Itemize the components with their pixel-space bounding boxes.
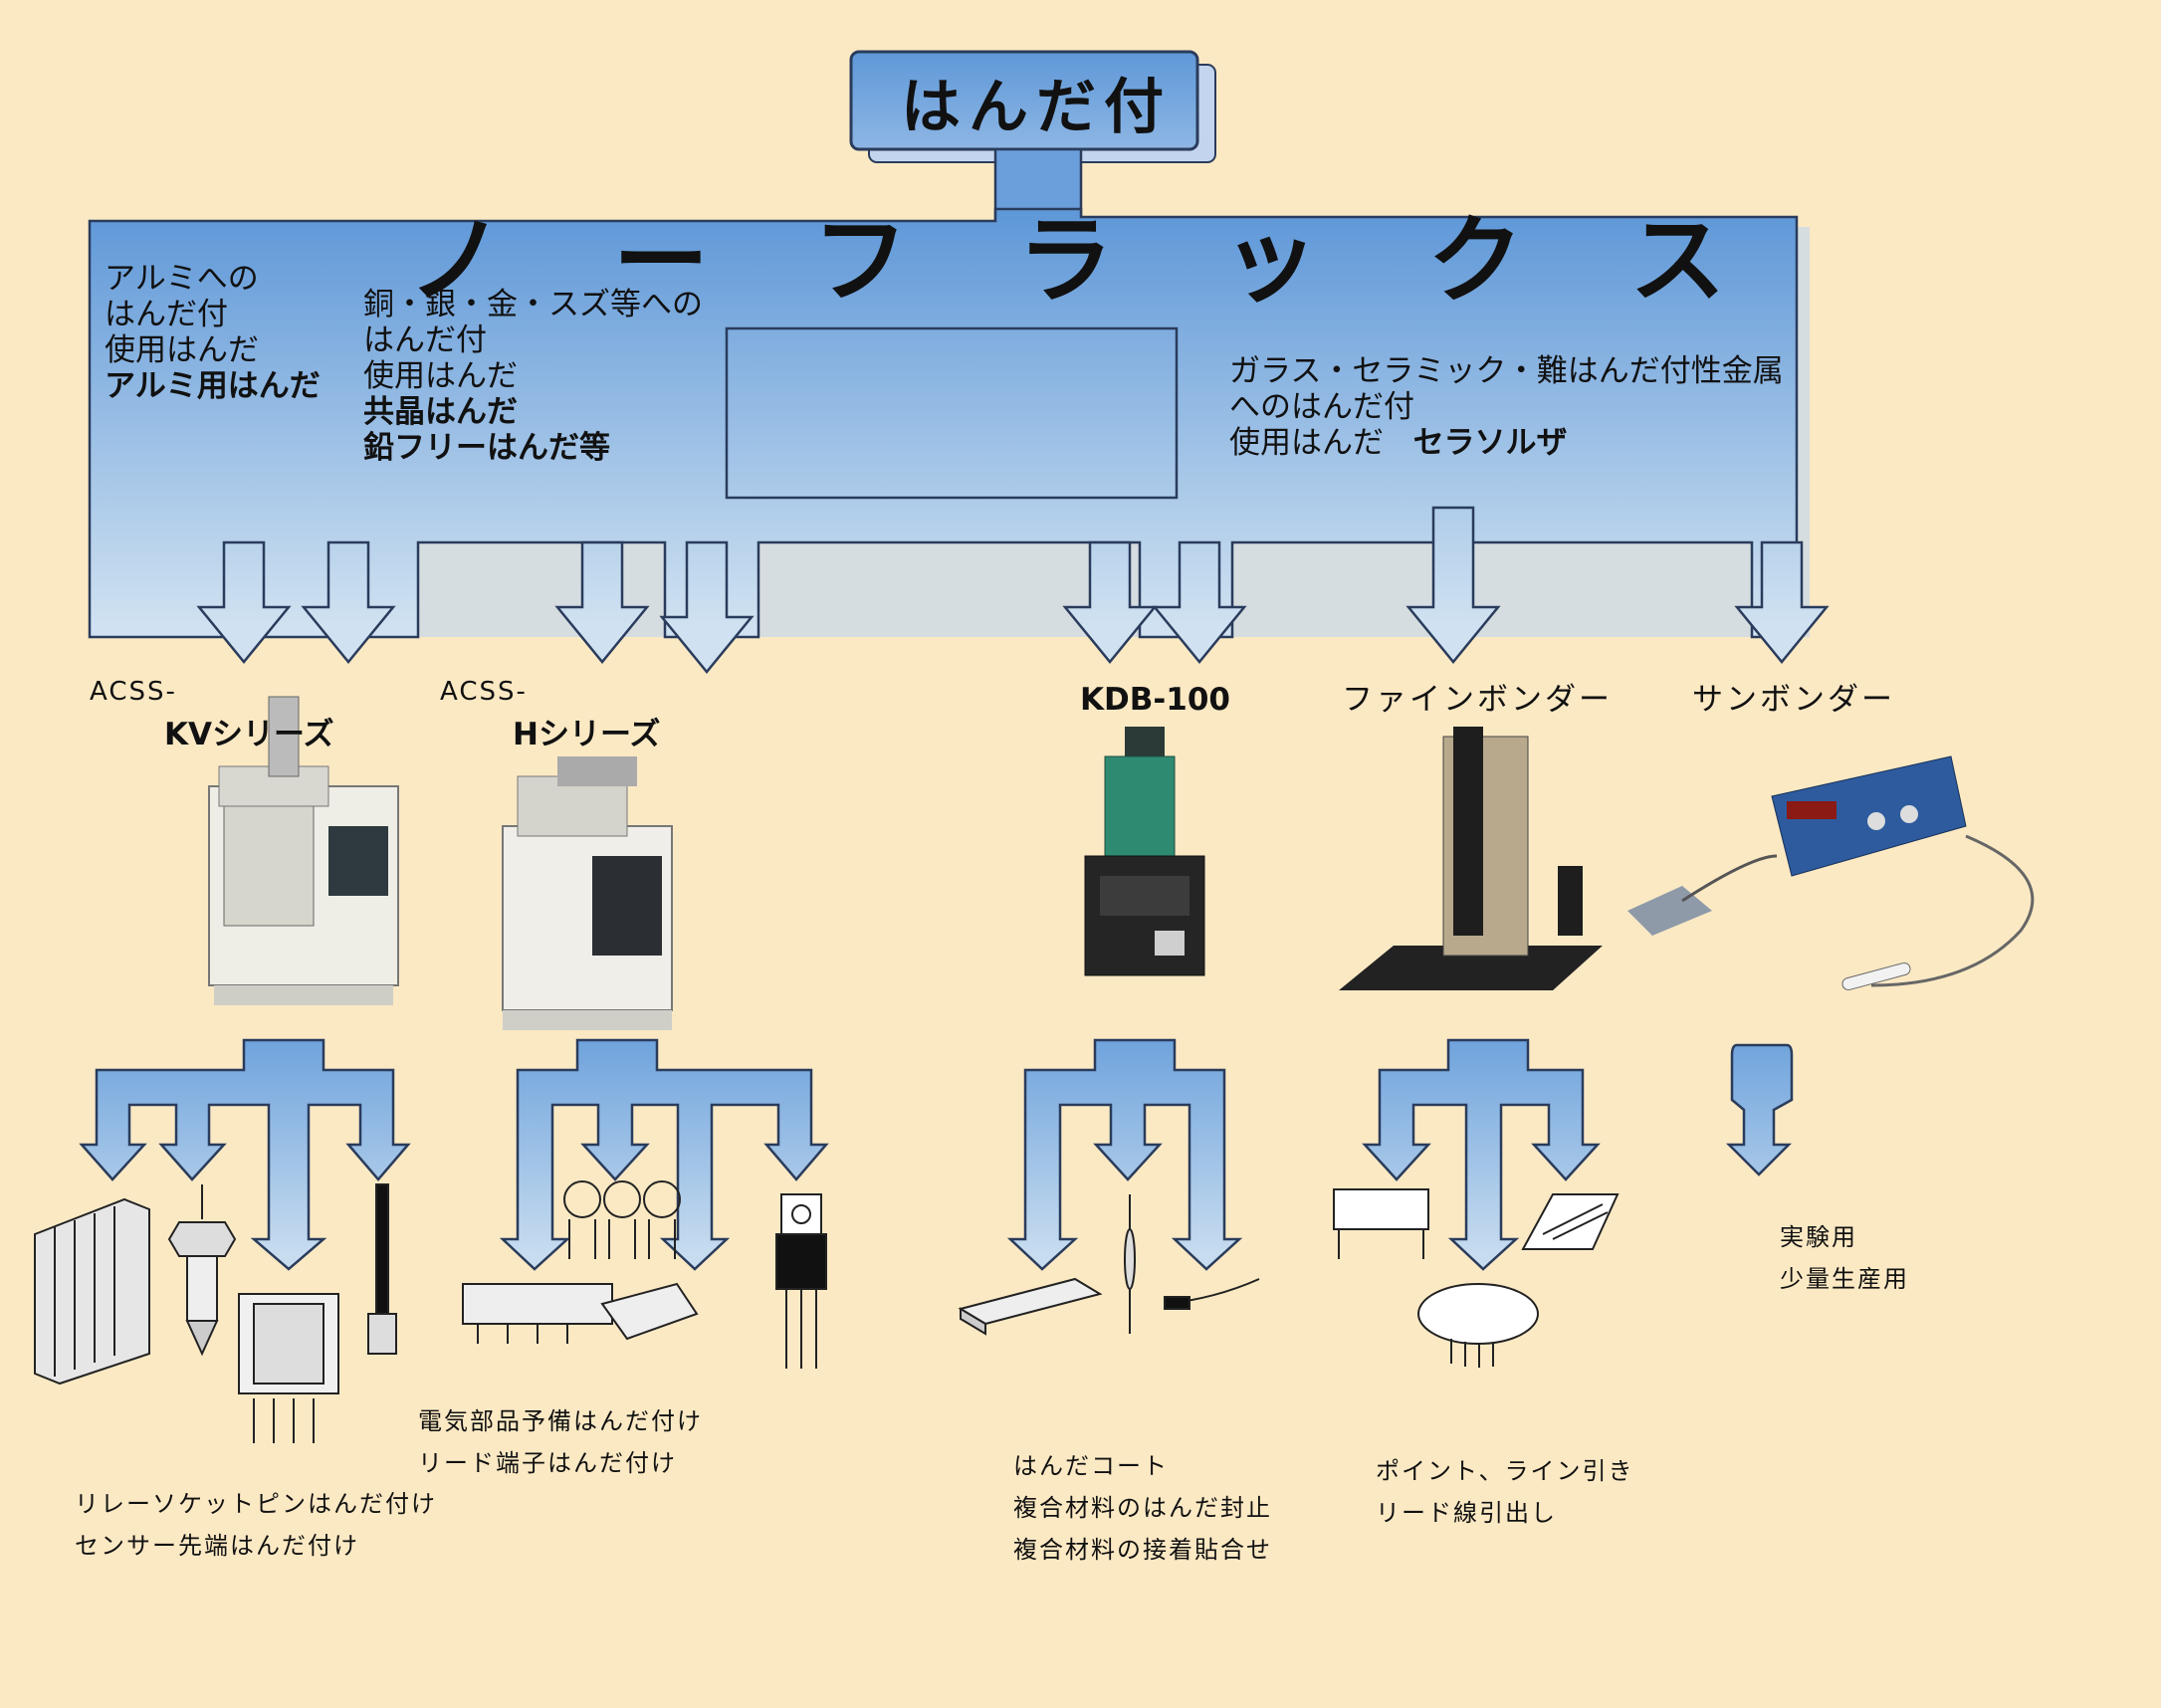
sensor-icon — [167, 1184, 237, 1357]
nofluxband — [88, 147, 1810, 639]
kdb-app-1: はんだコート — [1013, 1452, 1169, 1480]
kdb-name: KDB-100 — [1080, 682, 1230, 718]
glass-line-1: ガラス・セラミック・難はんだ付性金属 — [1229, 353, 1784, 389]
workpiece-drawings — [34, 1180, 1620, 1443]
heatsink-icon — [34, 1197, 150, 1386]
transistor-icon — [775, 1193, 827, 1369]
kdb-machine-image — [1084, 727, 1205, 976]
title-box — [849, 50, 1216, 163]
kv-applications: リレーソケットピンはんだ付け センサー先端はんだ付け — [75, 1483, 437, 1567]
heater-pattern-icon — [1521, 1193, 1620, 1250]
fine-bonder-image — [1339, 727, 1603, 990]
copper-category-label: 銅・銀・金・スズ等への はんだ付 使用はんだ 共晶はんだ 鉛フリーはんだ等 — [363, 287, 703, 466]
resistor-array-icon — [462, 1283, 613, 1344]
aluminum-solder: アルミ用はんだ — [105, 368, 321, 404]
fine-app-1: ポイント、ライン引き — [1376, 1457, 1634, 1485]
kv-app-1: リレーソケットピンはんだ付け — [75, 1490, 437, 1518]
page-title: はんだ付 — [901, 73, 1172, 142]
pin-icon — [367, 1183, 397, 1355]
coated-plate-icon — [958, 1277, 1103, 1336]
copper-line-2: はんだ付 — [363, 322, 487, 358]
lower-flows — [79, 1038, 1794, 1271]
ic-chip-icon — [600, 1282, 699, 1341]
copper-line-1: 銅・銀・金・スズ等への — [363, 287, 703, 322]
glass-solder: セラソルザ — [1412, 425, 1568, 461]
kv-app-2: センサー先端はんだ付け — [75, 1532, 359, 1560]
glass-plate-icon — [1333, 1188, 1429, 1259]
sun-app-1: 実験用 — [1780, 1223, 1857, 1251]
relay-icon — [238, 1293, 339, 1443]
aluminum-line-1: アルミへの — [105, 261, 259, 297]
glass-line-2: へのはんだ付 — [1229, 389, 1414, 425]
sun-bonder-name: サンボンダー — [1692, 682, 1895, 718]
kv-machine-image — [208, 696, 399, 1005]
glass-use-label: 使用はんだ — [1229, 425, 1384, 461]
copper-line-3: 使用はんだ — [363, 358, 518, 394]
h-series-name: Hシリーズ — [513, 717, 661, 752]
copper-solder-2: 鉛フリーはんだ等 — [363, 430, 610, 466]
kv-prefix: ACSS- — [90, 677, 177, 707]
sun-bonder-image — [1627, 755, 2035, 991]
potentiometer-row-icon — [563, 1180, 681, 1259]
copper-solder-1: 共晶はんだ — [363, 394, 518, 430]
glass-category-label: ガラス・セラミック・難はんだ付性金属 へのはんだ付 使用はんだ セラソルザ — [1229, 353, 1784, 461]
h-app-1: 電気部品予備はんだ付け — [418, 1407, 703, 1435]
fine-bonder-name: ファインボンダー — [1342, 682, 1613, 718]
noflux-banner: ノーフラックス — [408, 205, 1836, 317]
fine-app-2: リード線引出し — [1376, 1499, 1557, 1527]
kdb-app-2: 複合材料のはんだ封止 — [1013, 1494, 1272, 1522]
kdb-app-3: 複合材料の接着貼合せ — [1013, 1536, 1272, 1564]
h-prefix: ACSS- — [440, 677, 528, 707]
h-app-2: リード端子はんだ付け — [418, 1449, 677, 1477]
h-applications: 電気部品予備はんだ付け リード端子はんだ付け — [418, 1400, 703, 1484]
fiber-icon — [1164, 1278, 1260, 1310]
kv-series-name: KVシリーズ — [164, 717, 334, 752]
aluminum-line-3: 使用はんだ — [105, 332, 259, 368]
sun-applications: 実験用 少量生産用 — [1780, 1216, 1909, 1300]
sun-app-2: 少量生産用 — [1780, 1265, 1909, 1293]
sealed-tube-icon — [1124, 1194, 1136, 1334]
aluminum-category-label: アルミへの はんだ付 使用はんだ アルミ用はんだ — [105, 261, 321, 404]
aluminum-line-2: はんだ付 — [105, 297, 228, 332]
kdb-applications: はんだコート 複合材料のはんだ封止 複合材料の接着貼合せ — [1013, 1445, 1272, 1571]
ceramic-disc-icon — [1417, 1283, 1539, 1368]
band-arrows — [196, 506, 1830, 674]
fine-applications: ポイント、ライン引き リード線引出し — [1376, 1450, 1634, 1534]
h-machine-image — [502, 756, 673, 1030]
